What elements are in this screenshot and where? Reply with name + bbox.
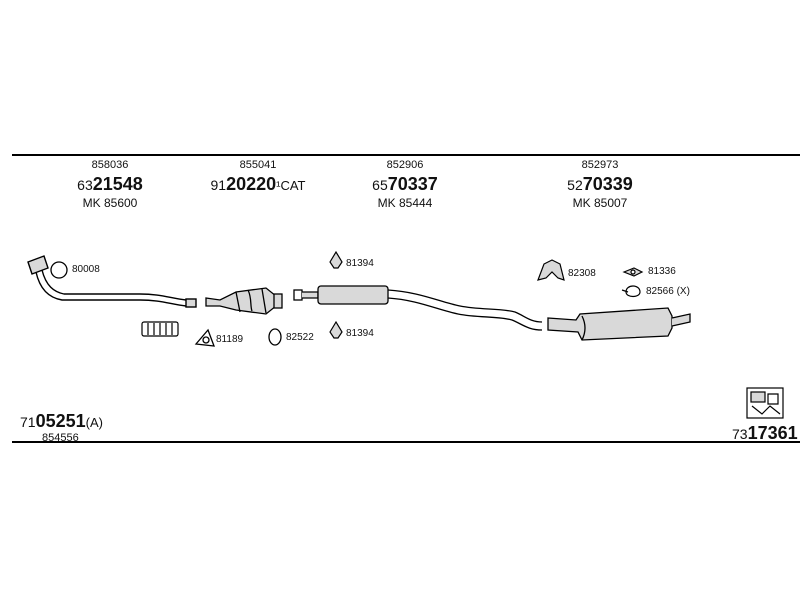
ref-code: 858036: [91, 159, 129, 171]
part-number: 81394: [346, 258, 374, 269]
ref-mk: MK 85007: [572, 196, 628, 210]
bracket-icon[interactable]: [537, 259, 565, 281]
gasket-triangle-icon[interactable]: [194, 328, 215, 347]
flex-section[interactable]: [141, 321, 179, 337]
catalytic-converter[interactable]: [205, 287, 283, 315]
ref-number: 6570337: [372, 174, 438, 194]
ref-front-pipe[interactable]: 858036 6321548 MK 85600: [40, 159, 180, 210]
kit-number-left[interactable]: 7105251(A) 854556: [20, 411, 103, 444]
front-pipe[interactable]: [27, 255, 197, 308]
rear-silencer[interactable]: [547, 307, 691, 341]
part-number: 80008: [72, 264, 100, 275]
kit-number-right[interactable]: 7317361: [732, 423, 798, 443]
clamp-icon[interactable]: [329, 250, 343, 269]
ring-icon[interactable]: [621, 285, 641, 298]
ref-catalyst[interactable]: 855041 9120220¹CAT: [188, 160, 328, 197]
part-number: 82308: [568, 268, 596, 279]
hanger-icon[interactable]: [622, 267, 644, 277]
ref-mk: MK 85600: [82, 196, 138, 210]
clamp-icon[interactable]: [329, 320, 343, 339]
ref-code: 852973: [581, 159, 619, 171]
ref-number: 5270339: [567, 174, 633, 194]
ref-number: 6321548: [77, 174, 143, 194]
part-number: 81394: [346, 328, 374, 339]
part-number: 81189: [216, 334, 244, 345]
bottom-divider: [12, 441, 800, 443]
ref-middle-silencer[interactable]: 852906 6570337 MK 85444: [335, 159, 475, 210]
ref-rear-silencer[interactable]: 852973 5270339 MK 85007: [530, 159, 670, 210]
kit-badge-icon: [746, 387, 784, 419]
gasket-ring-icon[interactable]: [50, 261, 68, 279]
part-number: 82566 (X): [646, 286, 690, 297]
part-number: 82522: [286, 332, 314, 343]
ref-mk: MK 85444: [377, 196, 433, 210]
kit-sub-number: 854556: [42, 432, 79, 444]
top-divider: [12, 154, 800, 156]
ref-number: 9120220¹CAT: [210, 174, 306, 194]
ring-icon[interactable]: [268, 328, 282, 346]
ref-code: 855041: [239, 159, 277, 171]
ref-code: 852906: [386, 159, 424, 171]
part-number: 81336: [648, 266, 676, 277]
middle-silencer[interactable]: [293, 285, 543, 331]
